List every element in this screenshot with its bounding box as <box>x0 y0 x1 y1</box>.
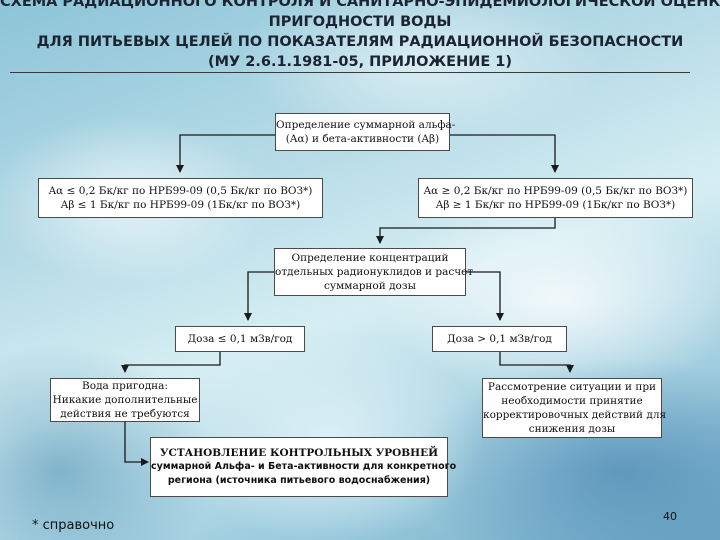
box-situation-review-line-1: Рассмотрение ситуации и при <box>487 381 657 393</box>
box-activity-below-limit-line-1: Aα ≤ 0,2 Бк/кг по НРБ99-09 (0,5 Бк/кг по… <box>48 185 313 197</box>
box-situation-review-line-3: корректировочных действий для <box>483 409 667 421</box>
box-activity-below-limit: Aα ≤ 0,2 Бк/кг по НРБ99-09 (0,5 Бк/кг по… <box>38 178 323 218</box>
box-control-levels-line-3: региона (источника питьевого водоснабжен… <box>167 475 431 486</box>
title-line-3: ДЛЯ ПИТЬЕВЫХ ЦЕЛЕЙ ПО ПОКАЗАТЕЛЯМ РАДИАЦ… <box>36 34 684 50</box>
box-total-activity-line-1: Определение суммарной альфа- <box>276 119 456 131</box>
box-activity-above-limit: Aα ≥ 0,2 Бк/кг по НРБ99-09 (0,5 Бк/кг по… <box>418 178 693 218</box>
title-line-1: СХЕМА РАДИАЦИОННОГО КОНТРОЛЯ И САНИТАРНО… <box>0 0 720 10</box>
box-situation-review: Рассмотрение ситуации и при необходимост… <box>482 378 667 438</box>
arrow-right-to-nuclides <box>376 218 556 244</box>
title-line-4: (МУ 2.6.1.1981-05, ПРИЛОЖЕНИЕ 1) <box>207 54 513 70</box>
box-water-suitable: Вода пригодна: Никакие дополнительные де… <box>50 378 200 422</box>
box-water-suitable-line-2: Никакие дополнительные <box>52 394 198 406</box>
box-radionuclides-line-1: Определение концентраций <box>291 252 449 264</box>
box-situation-review-line-4: снижения дозы <box>528 423 616 435</box>
box-radionuclides-line-2: отдельных радионуклидов и расчет <box>275 266 474 278</box>
footnote: * справочно <box>32 518 115 533</box>
box-situation-review-line-2: необходимости принятие <box>501 395 643 407</box>
box-activity-above-limit-line-2: Aβ ≥ 1 Бк/кг по НРБ99-09 (1Бк/кг по ВОЗ*… <box>435 199 676 211</box>
box-activity-below-limit-line-2: Aβ ≤ 1 Бк/кг по НРБ99-09 (1Бк/кг по ВОЗ*… <box>60 199 301 211</box>
title-line-2: ПРИГОДНОСТИ ВОДЫ <box>268 14 452 30</box>
box-control-levels-line-1: УСТАНОВЛЕНИЕ КОНТРОЛЬНЫХ УРОВНЕЙ <box>159 447 439 459</box>
box-dose-low: Доза ≤ 0,1 мЗв/год <box>175 326 305 352</box>
box-dose-high-line-1: Доза > 0,1 мЗв/год <box>447 333 552 345</box>
box-activity-above-limit-line-1: Aα ≥ 0,2 Бк/кг по НРБ99-09 (0,5 Бк/кг по… <box>423 185 688 197</box>
box-control-levels-line-2: суммарной Альфа- и Бета-активности для к… <box>151 461 457 472</box>
page-number: 40 <box>663 510 677 523</box>
box-dose-high: Доза > 0,1 мЗв/год <box>432 326 567 352</box>
box-total-activity-line-2: (Aα) и бета-активности (Aβ) <box>285 133 440 145</box>
box-radionuclides: Определение концентраций отдельных радио… <box>274 248 474 296</box>
arrow-nuclides-to-dose-high <box>460 271 504 321</box>
box-total-activity: Определение суммарной альфа- (Aα) и бета… <box>275 113 456 151</box>
box-control-levels: УСТАНОВЛЕНИЕ КОНТРОЛЬНЫХ УРОВНЕЙ суммарн… <box>150 437 457 497</box>
slide-title: СХЕМА РАДИАЦИОННОГО КОНТРОЛЯ И САНИТАРНО… <box>0 0 720 72</box>
arrow-start-to-left <box>176 134 275 173</box>
box-water-suitable-line-3: действия не требуются <box>60 408 190 420</box>
arrow-start-to-right <box>450 134 559 173</box>
arrow-dose-high-to-review <box>499 352 574 373</box>
arrow-dose-low-to-water <box>121 352 221 373</box>
box-radionuclides-line-3: суммарной дозы <box>324 280 416 292</box>
box-dose-low-line-1: Доза ≤ 0,1 мЗв/год <box>187 333 293 345</box>
title-divider <box>10 72 690 73</box>
box-water-suitable-line-1: Вода пригодна: <box>82 380 168 392</box>
arrow-water-to-levels <box>124 422 149 466</box>
